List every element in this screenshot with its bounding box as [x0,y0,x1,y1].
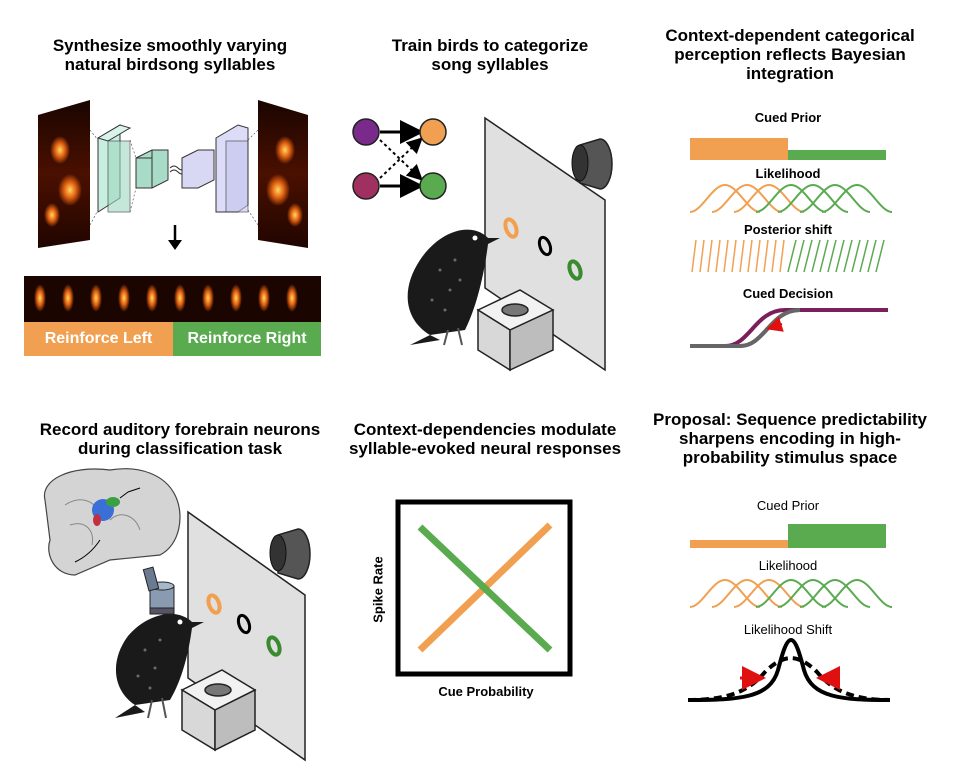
decoder-block-small [181,149,215,189]
brain-region-green [106,497,120,507]
panel-title-train: Train birds to categorize song syllables [340,36,640,74]
proposal-prior-orange-bar [690,540,788,548]
encoder-block-large [96,124,132,213]
reinforce-right-bar [173,322,321,356]
title-line: Context-dependent categorical [665,26,915,45]
brain-diagram [43,468,181,576]
posterior-shift-label: Posterior shift [743,222,833,237]
title-line: song syllables [431,55,549,74]
input-node-purple [352,118,380,146]
cued-prior-orange-bar [690,138,788,160]
proposal-likelihood-label: Likelihood [758,558,818,573]
output-node-green [419,172,447,200]
down-arrow-icon [168,225,182,250]
starling-bird-bottom [115,613,204,719]
proposal-prior-green-bar [788,524,886,548]
reinforce-left-label: Reinforce Left [44,330,153,347]
speaker-icon [571,138,613,190]
output-node-orange [419,118,447,146]
title-line: during classification task [77,439,283,458]
encoder-block-small [135,149,169,189]
panel-title-record: Record auditory forebrain neurons during… [20,420,340,458]
title-line: Record auditory forebrain neurons [39,420,321,439]
axis-label-y: Spike Rate [370,556,386,623]
input-node-maroon [352,172,380,200]
decoder-block-large [215,124,249,213]
cued-decision-label: Cued Decision [742,286,834,301]
brain-region-red [93,514,101,526]
perch-box [180,669,257,752]
connection-lines [89,129,259,226]
cued-decision-curves [690,308,888,348]
perch-box [476,289,555,372]
likelihood-shift-label: Likelihood Shift [743,622,833,637]
speaker-icon [269,528,311,580]
likelihood-label: Likelihood [755,166,821,181]
title-line: Context-dependencies modulate [353,420,617,439]
likelihood-curves-top [689,183,893,213]
spectrogram-right [258,100,308,248]
title-line: sharpens encoding in high- [679,429,901,448]
starling-bird-top [407,229,500,346]
panel-title-modulate: Context-dependencies modulate syllable-e… [325,420,645,458]
panel-title-proposal: Proposal: Sequence predictability sharpe… [630,410,950,467]
axis-label-x: Cue Probability [438,684,534,699]
reinforce-left-bar [24,322,173,356]
decision-network [352,118,447,200]
title-line: Train birds to categorize [391,36,589,55]
shift-arrow-icon [766,316,784,332]
title-line: probability stimulus space [682,448,898,467]
panel-title-bayesian: Context-dependent categorical perception… [630,26,950,83]
cued-prior-label: Cued Prior [754,110,822,125]
title-line: syllable-evoked neural responses [348,439,622,458]
likelihood-curves-bottom [689,578,893,608]
title-line: natural birdsong syllables [64,55,276,74]
cued-prior-green-bar [788,150,886,160]
crossing-plot [395,499,573,677]
proposal-cued-prior-label: Cued Prior [756,498,820,513]
panel-title-synthesize: Synthesize smoothly varying natural bird… [20,36,320,74]
reinforce-right-label: Reinforce Right [187,330,307,347]
likelihood-shift-curves [687,637,891,702]
title-line: integration [746,64,834,83]
title-line: Proposal: Sequence predictability [653,410,927,429]
spectrogram-strip [24,276,321,322]
title-line: perception reflects Bayesian [674,45,906,64]
title-line: Synthesize smoothly varying [52,36,288,55]
posterior-shift-hatching [691,239,885,273]
spectrogram-left [38,100,90,248]
head-implant [142,566,175,615]
green-trend-line [417,524,553,653]
likelihood-curves-bottom-b [690,570,760,597]
